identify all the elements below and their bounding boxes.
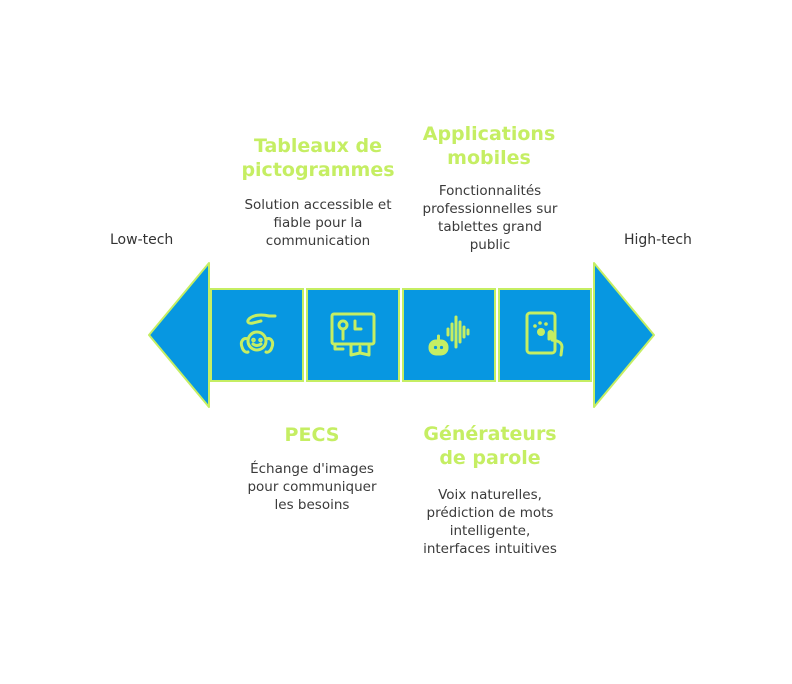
segment-tableaux <box>210 288 304 382</box>
item-title-applications: Applications mobiles <box>422 123 556 169</box>
item-title-generateurs: Générateurs de parole <box>423 423 557 469</box>
high-tech-label: High-tech <box>624 232 692 248</box>
segment-pecs <box>306 288 400 382</box>
robot-voice-icon <box>428 315 470 356</box>
picture-board-icon <box>330 312 376 357</box>
item-title-tableaux: Tableaux de pictogrammes <box>241 135 395 181</box>
left-arrowhead <box>148 262 210 408</box>
tablet-touch-icon <box>525 311 564 357</box>
item-desc-generateurs: Voix naturelles, prédiction de mots inte… <box>423 487 557 557</box>
low-tech-label: Low-tech <box>110 232 174 248</box>
item-desc-applications: Fonctionnalités professionnelles sur tab… <box>422 183 558 253</box>
segment-applications <box>402 288 496 382</box>
item-title-pecs: PECS <box>284 424 340 446</box>
hand-child-icon <box>239 313 277 354</box>
item-desc-pecs: Échange d'images pour communiquer les be… <box>247 461 377 513</box>
segment-generateurs <box>498 288 592 382</box>
right-arrowhead <box>593 262 655 408</box>
item-desc-tableaux: Solution accessible et fiable pour la co… <box>244 197 392 249</box>
